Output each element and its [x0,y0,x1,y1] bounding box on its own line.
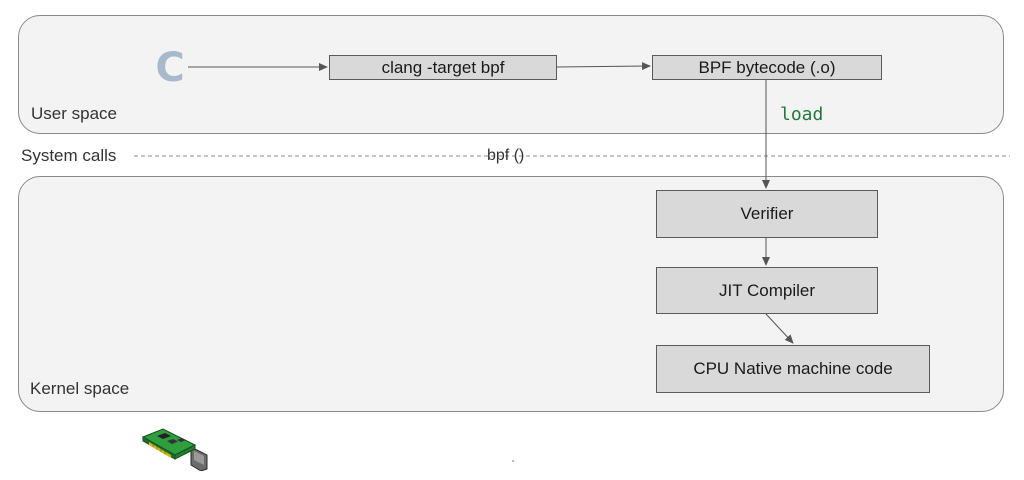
load-edge-label: load [780,104,824,125]
c-language-logo-icon: C [155,47,184,87]
bpf-bytecode-box: BPF bytecode (.o) [652,55,882,80]
verifier-box: Verifier [656,190,878,238]
native-machine-code-box: CPU Native machine code [656,345,930,393]
jit-compiler-box: JIT Compiler [656,267,878,314]
bpf-syscall-label: bpf () [487,147,525,164]
network-interface-card-icon [141,428,208,471]
stray-dot [512,460,514,462]
system-calls-label: System calls [21,146,117,165]
clang-compiler-box: clang -target bpf [329,55,557,80]
kernel-space-label: Kernel space [30,379,130,398]
user-space-label: User space [31,104,117,123]
svg-text:C: C [155,47,184,87]
